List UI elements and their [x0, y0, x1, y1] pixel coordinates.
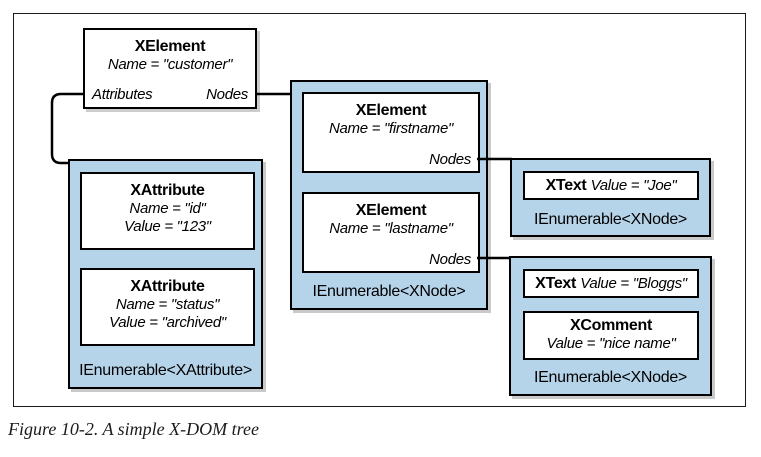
attribute-id-name: Name = "id" — [129, 200, 206, 218]
xtext-joe-box: XText Value = "Joe" — [523, 171, 699, 200]
xtext-bloggs-box: XText Value = "Bloggs" — [523, 269, 699, 298]
root-element-box: XElement Name = "customer" Attributes No… — [83, 28, 257, 109]
attribute-status-box: XAttribute Name = "status" Value = "arch… — [80, 268, 255, 346]
attributes-port-label: Attributes — [92, 86, 153, 103]
attribute-status-name: Name = "status" — [115, 296, 220, 314]
lastname-element-box: XElement Name = "lastname" Nodes — [302, 192, 480, 273]
nodes-port-label: Nodes — [206, 86, 248, 103]
attribute-id-box: XAttribute Name = "id" Value = "123" — [80, 172, 255, 250]
lastname-nodes-collection: XText Value = "Bloggs" XComment Value = … — [509, 256, 712, 396]
child-nodes-collection: XElement Name = "firstname" Nodes XEleme… — [290, 80, 488, 310]
lastname-element-title: XElement — [355, 202, 427, 219]
attribute-id-value: Value = "123" — [124, 217, 211, 235]
firstname-nodes-collection: XText Value = "Joe" IEnumerable<XNode> — [510, 158, 711, 237]
attribute-status-title: XAttribute — [130, 278, 205, 295]
xtext-bloggs-title: XText — [535, 275, 581, 292]
firstname-element-title: XElement — [355, 102, 427, 119]
xtext-bloggs-value: Value = "Bloggs" — [580, 275, 687, 292]
firstname-nodes-port-label: Nodes — [429, 151, 471, 168]
firstname-nodes-collection-label: IEnumerable<XNode> — [534, 211, 687, 228]
lastname-nodes-collection-label: IEnumerable<XNode> — [534, 369, 687, 386]
firstname-element-box: XElement Name = "firstname" Nodes — [302, 92, 480, 173]
xtext-joe-title: XText — [545, 177, 591, 194]
firstname-element-name: Name = "firstname" — [328, 120, 454, 138]
attribute-status-value: Value = "archived" — [109, 313, 226, 331]
figure-caption: Figure 10-2. A simple X-DOM tree — [8, 419, 259, 439]
attributes-collection: XAttribute Name = "id" Value = "123" XAt… — [68, 159, 263, 389]
attributes-collection-label: IEnumerable<XAttribute> — [79, 362, 252, 379]
lastname-nodes-port-label: Nodes — [429, 251, 471, 268]
xcomment-title: XComment — [569, 317, 653, 334]
xtext-joe-value: Value = "Joe" — [590, 177, 677, 194]
xcomment-box: XComment Value = "nice name" — [523, 311, 699, 360]
root-element-ports: Attributes Nodes — [85, 86, 255, 103]
root-element-title: XElement — [134, 38, 206, 55]
root-element-name: Name = "customer" — [107, 56, 233, 74]
child-nodes-collection-label: IEnumerable<XNode> — [312, 283, 466, 300]
xcomment-value: Value = "nice name" — [546, 335, 676, 353]
lastname-element-name: Name = "lastname" — [329, 220, 453, 238]
attribute-id-title: XAttribute — [130, 182, 205, 199]
